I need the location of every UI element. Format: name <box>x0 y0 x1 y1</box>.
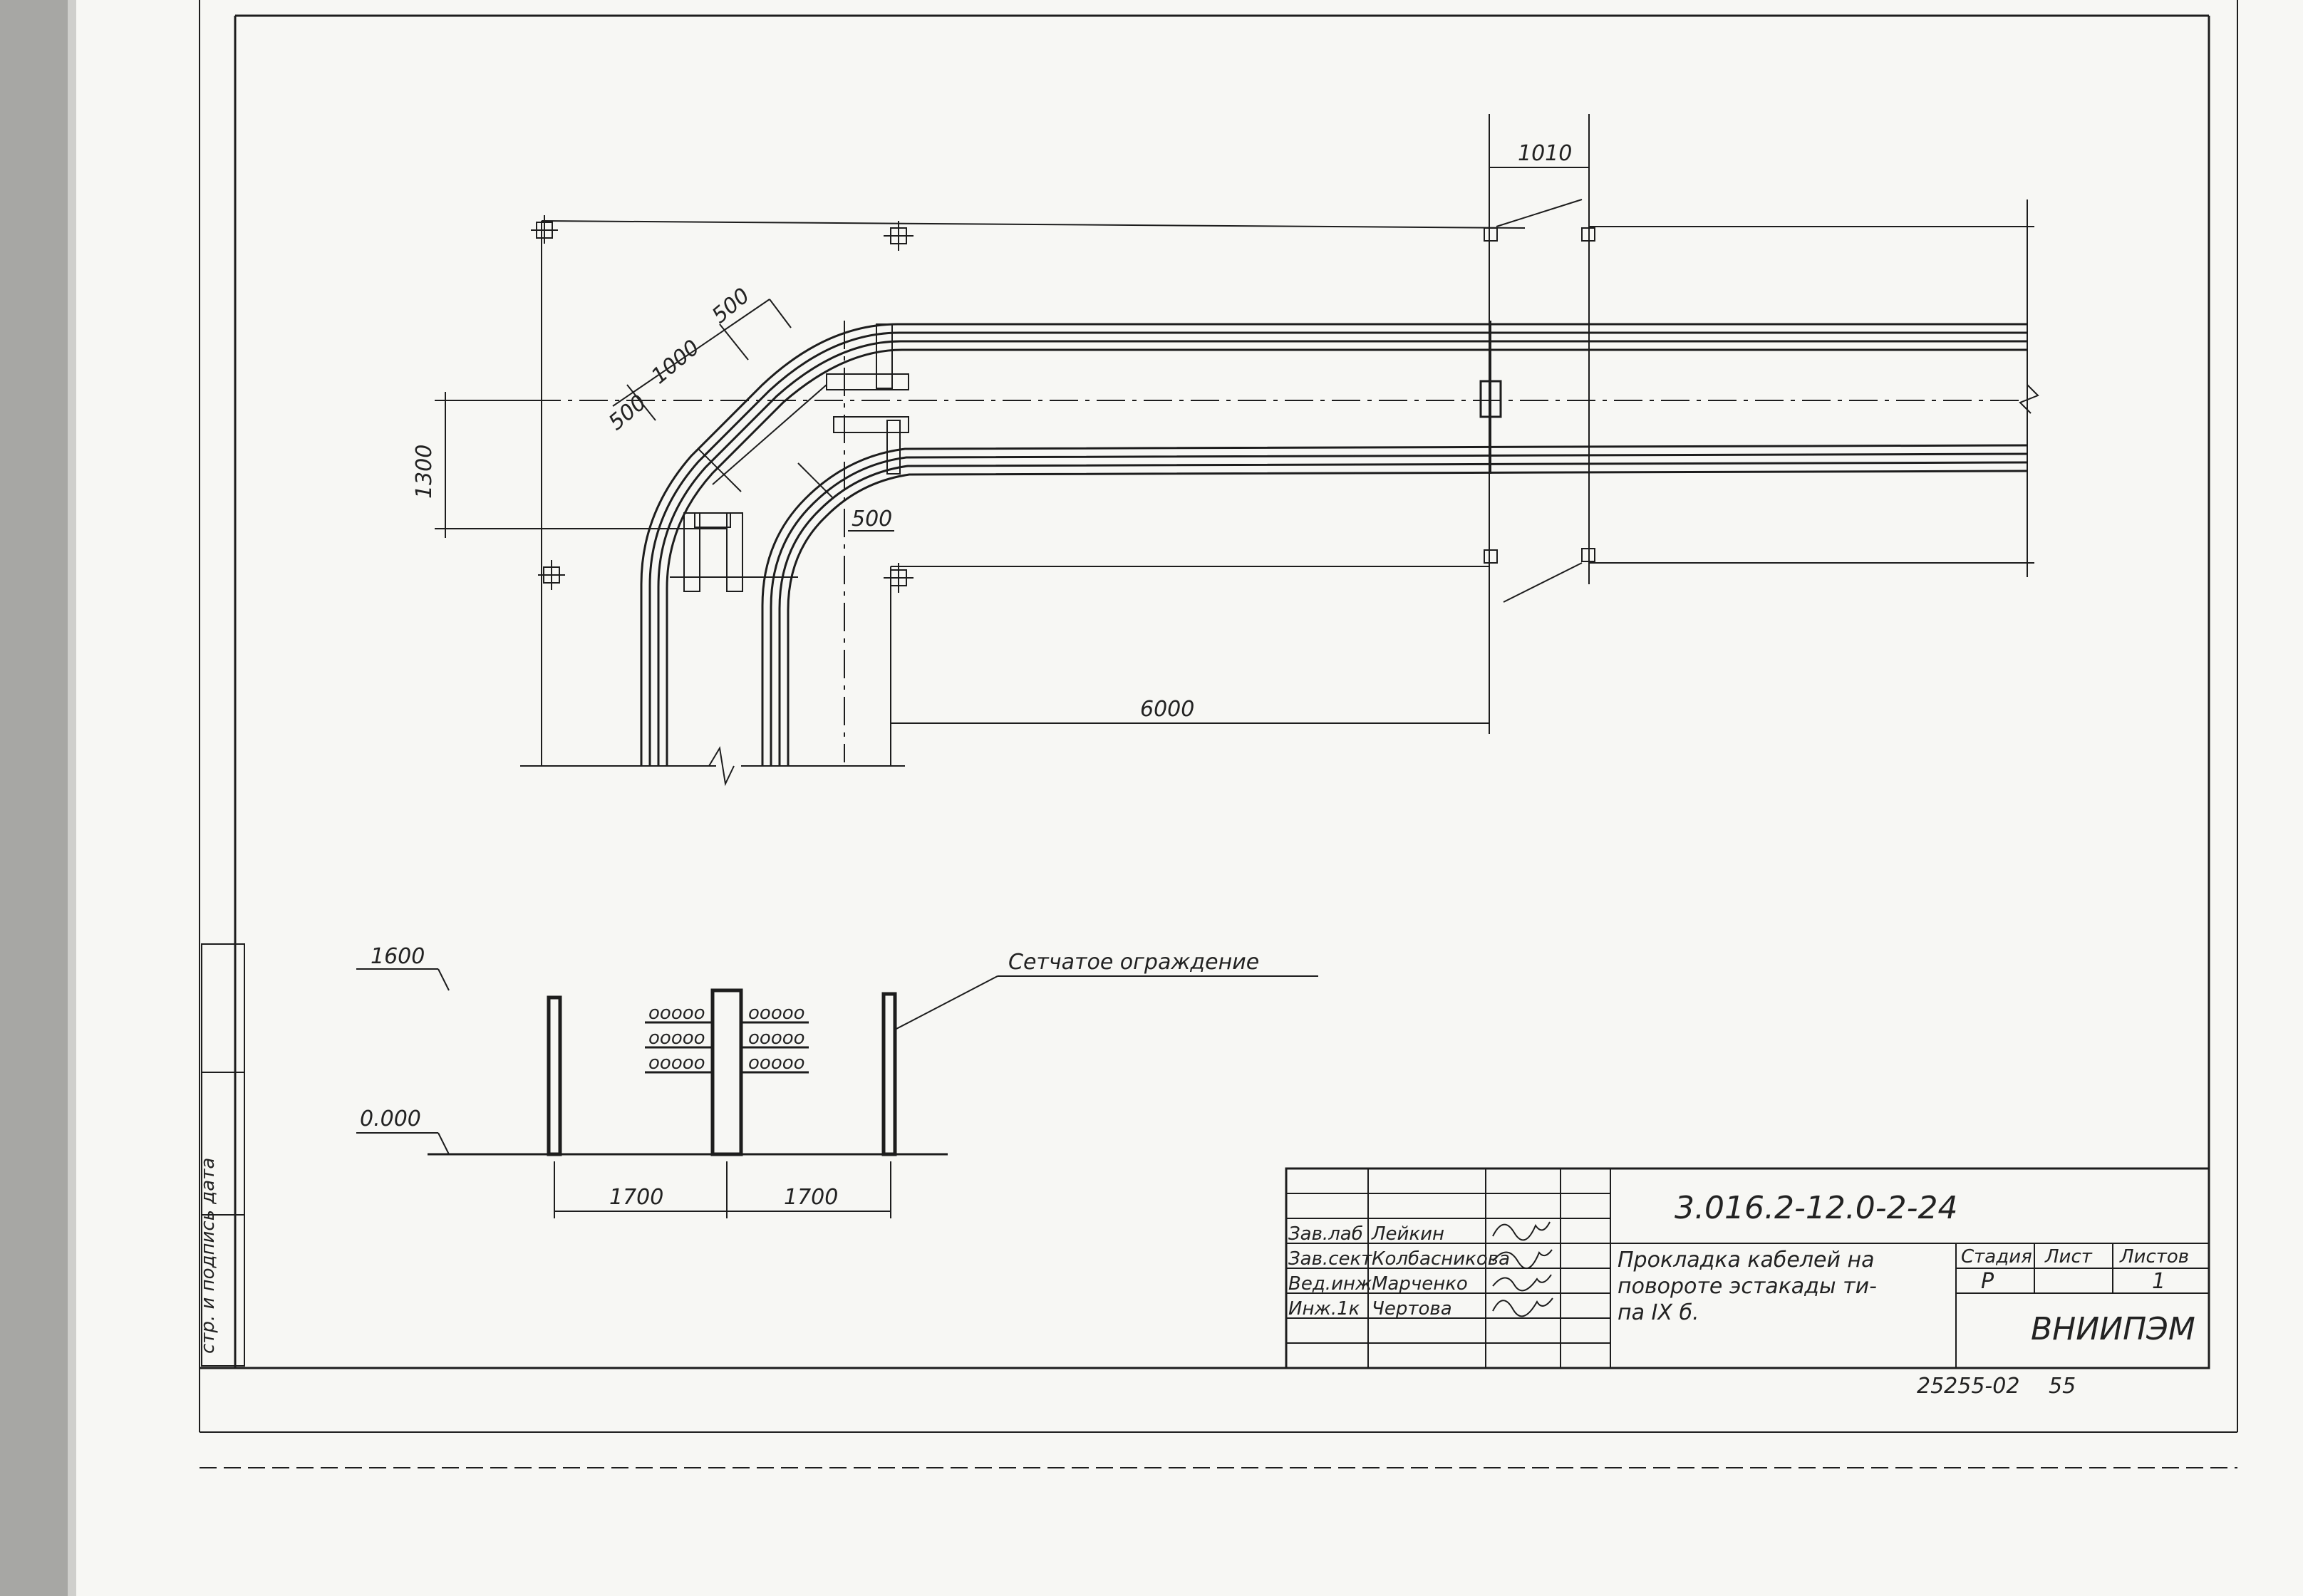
dim-1010: 1010 <box>1518 141 1572 166</box>
dim-1000: 1000 <box>647 335 705 389</box>
fence-leader-label: Сетчатое ограждение <box>1008 950 1259 975</box>
title-line-2: повороте эстакады ти- <box>1618 1274 1877 1299</box>
svg-text:ooooo: ooooo <box>648 1002 705 1024</box>
dim-1700-right: 1700 <box>784 1185 838 1210</box>
column-markers <box>531 199 1595 603</box>
dim-6000: 6000 <box>1140 697 1194 722</box>
sheet-header: Лист <box>2044 1246 2093 1268</box>
title-line-3: па IX б. <box>1618 1300 1699 1325</box>
title-line-1: Прокладка кабелей на <box>1618 1248 1875 1273</box>
fence-post-right <box>881 992 897 1156</box>
archive-sheet: 55 <box>2049 1374 2076 1399</box>
dimension-lines <box>435 160 1590 724</box>
svg-text:ooooo: ooooo <box>748 1027 805 1049</box>
sheet-frame <box>199 0 2238 1468</box>
fence-post-left <box>547 995 562 1156</box>
cable-tray-outer <box>640 323 2027 766</box>
archive-number: 25255-02 <box>1917 1374 2019 1399</box>
document-code: 3.016.2-12.0-2-24 <box>1675 1190 1958 1226</box>
scan-edge-highlight <box>68 0 76 1596</box>
staff-role: Зав.лаб <box>1288 1223 1363 1245</box>
margin-strip-text: стр. и подпись дата <box>197 1158 219 1354</box>
bend-brackets <box>670 323 909 592</box>
staff-name: Лейкин <box>1371 1223 1444 1245</box>
signatures <box>1492 1221 1553 1317</box>
margin-stamp-strip: стр. и подпись дата <box>197 943 245 1367</box>
central-support <box>710 988 743 1156</box>
sheets-value: 1 <box>2152 1269 2165 1294</box>
dim-1300: 1300 <box>412 445 437 499</box>
svg-text:ooooo: ooooo <box>748 1002 805 1024</box>
stage-value: Р <box>1981 1269 1994 1294</box>
cable-shelves: ooooo ooooo ooooo ooooo ooooo ooooo <box>645 1002 809 1074</box>
dim-1700-left: 1700 <box>609 1185 663 1210</box>
staff-name: Чертова <box>1372 1298 1452 1320</box>
title-block: 3.016.2-12.0-2-24 Прокладка кабелей на п… <box>1285 1167 2210 1369</box>
dim-500-right: 500 <box>852 507 892 532</box>
sheets-header: Листов <box>2119 1246 2189 1268</box>
dim-500-top: 500 <box>708 284 755 329</box>
section-view: ooooo ooooo ooooo ooooo ooooo ooooo Сетч… <box>356 944 1318 1218</box>
staff-name: Марченко <box>1372 1273 1468 1295</box>
staff-name: Колбасникова <box>1372 1248 1510 1270</box>
staff-role: Инж.1к <box>1288 1298 1360 1320</box>
svg-text:ooooo: ooooo <box>748 1052 805 1074</box>
svg-text:ooooo: ooooo <box>648 1027 705 1049</box>
dim-1600: 1600 <box>371 944 425 969</box>
dim-0000: 0.000 <box>360 1107 421 1131</box>
organization-name: ВНИИПЭМ <box>2031 1311 2195 1347</box>
staff-role: Вед.инж <box>1288 1273 1372 1295</box>
plan-view: 1010 500 1000 500 1300 500 6000 <box>412 114 2039 787</box>
scan-edge-shadow <box>0 0 68 1596</box>
dim-500-left: 500 <box>604 390 651 436</box>
staff-role: Зав.сект <box>1288 1248 1372 1270</box>
svg-text:ooooo: ooooo <box>648 1052 705 1074</box>
stage-header: Стадия <box>1961 1246 2032 1268</box>
cable-tray-inner <box>761 444 2028 766</box>
